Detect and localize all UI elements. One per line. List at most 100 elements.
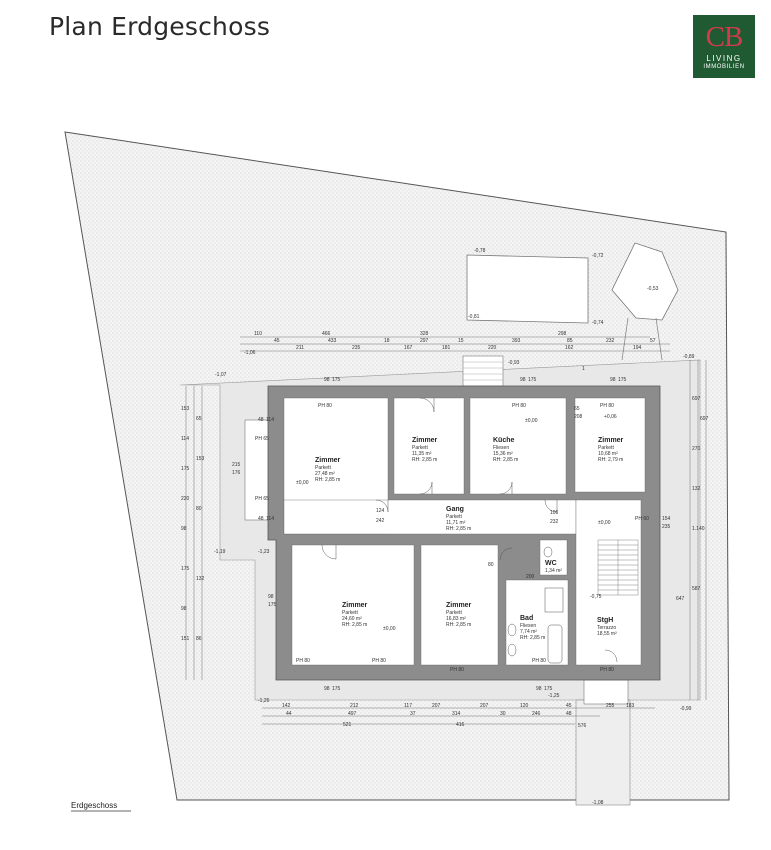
wall-number: 98: [268, 594, 274, 600]
dim-value: 697: [692, 396, 701, 402]
room-floor: Fliesen: [493, 445, 509, 451]
room-floor: Fliesen: [520, 623, 536, 629]
room-area: 15,36 m²: [493, 451, 513, 457]
room-height: RH: 2,79 m: [598, 457, 623, 463]
dim-value: 328: [420, 331, 429, 337]
level-marker: ±0,00: [525, 418, 538, 424]
dim-value: 235: [352, 345, 361, 351]
dim-value: 167: [404, 345, 413, 351]
dims-right: 697 270 1.140 697 132 647 587: [676, 396, 709, 602]
room-labels: Zimmer Parkett 27,48 m² RH: 2,85 m Zimme…: [315, 437, 624, 641]
room-stgh-floor: [575, 499, 642, 666]
room-zimmer-2-floor: [393, 397, 465, 495]
dim-value: 576: [578, 723, 587, 729]
dim-value: 697: [700, 416, 709, 422]
dim-value: 466: [322, 331, 331, 337]
room-floor: Parkett: [446, 610, 462, 616]
outbuilding: [466, 254, 589, 324]
page-title: Plan Erdgeschoss: [49, 12, 271, 41]
ph-label: PH 80: [450, 667, 464, 673]
logo-line-2: IMMOBILIEN: [703, 64, 745, 70]
door-swings: [321, 397, 618, 663]
dim-value: 153: [196, 456, 205, 462]
room-floor: Parkett: [446, 514, 462, 520]
wall-number: 175: [618, 377, 627, 383]
room-area: 11,35 m²: [412, 451, 432, 457]
level-marker: -0,75: [590, 594, 602, 600]
dim-value: 45: [566, 703, 572, 709]
level-marker: ±0,00: [296, 480, 309, 486]
dims-left: 153 114 175 220 98 175 98 151 65 153 80 …: [181, 406, 205, 642]
level-marker: -1,25: [548, 693, 560, 699]
dim-value: 220: [181, 496, 190, 502]
room-area: 27,48 m²: [315, 471, 335, 477]
room-name: Gang: [446, 506, 464, 513]
room-area: 1,34 m²: [545, 568, 562, 574]
level-marker: -0,99: [680, 706, 692, 712]
room-interiors: [283, 397, 646, 666]
wall-number: 235: [662, 524, 671, 530]
room-floor: Parkett: [342, 610, 358, 616]
dim-value: 132: [692, 486, 701, 492]
room-name: Zimmer: [315, 457, 341, 464]
level-marker: -0,89: [683, 354, 695, 360]
dim-value: 416: [456, 722, 465, 728]
level-marker: -0,53: [647, 286, 659, 292]
room-name: Bad: [520, 615, 533, 622]
dim-value: 270: [692, 446, 701, 452]
room-gang-floor: [283, 499, 577, 535]
dim-value: 297: [420, 338, 429, 344]
dim-value: 30: [500, 711, 506, 717]
ph-label: PH 65: [255, 436, 269, 442]
wall-numbers: 98 175 98 175 98 175 48 114 48 114 215 1…: [232, 377, 671, 692]
room-floor: Parkett: [315, 465, 331, 471]
dim-value: 86: [196, 636, 202, 642]
dim-value: 132: [196, 576, 205, 582]
dim-value: 151: [181, 636, 190, 642]
ph-labels: PH 80 PH 80 PH 80 PH 80 PH 80 PH 80 PH 8…: [255, 403, 649, 673]
dim-value: 15: [458, 338, 464, 344]
room-zimmer-5-floor: [420, 544, 499, 666]
room-area: 16,83 m²: [446, 616, 466, 622]
dim-value: 142: [282, 703, 291, 709]
room-height: RH: 2,85 m: [446, 622, 471, 628]
dim-value: 647: [676, 596, 685, 602]
dim-value: 497: [348, 711, 357, 717]
wall-number: 48: [258, 516, 264, 522]
dim-value: 175: [181, 466, 190, 472]
wall-number: 48: [258, 417, 264, 423]
dim-value: 37: [410, 711, 416, 717]
entrance-steps-north: [462, 355, 504, 387]
dim-value: 220: [488, 345, 497, 351]
dim-value: 211: [296, 345, 304, 351]
dim-value: 181: [442, 345, 451, 351]
room-area: 11,71 m²: [446, 520, 466, 526]
level-marker: -1,19: [214, 549, 226, 555]
dim-value: 433: [328, 338, 337, 344]
wall-number: 98: [324, 686, 330, 692]
staircase: [597, 539, 639, 596]
wall-number: 65: [574, 406, 580, 412]
dim-value: 114: [181, 436, 189, 442]
dim-value: 314: [452, 711, 461, 717]
room-height: RH: 2,85 m: [446, 526, 471, 532]
wall-number: 215: [232, 462, 241, 468]
dim-value: 521: [343, 722, 352, 728]
level-markers: -0,78 -0,72 -0,81 -0,74 -0,53 -1,06 -1,0…: [214, 248, 695, 806]
room-name: StgH: [597, 617, 613, 624]
room-floor: Parkett: [598, 445, 614, 451]
room-height: RH: 2,85 m: [315, 477, 340, 483]
entrance-steps-lines: [463, 361, 503, 381]
dim-value: 120: [520, 703, 529, 709]
ph-label: PH 80: [600, 667, 614, 673]
ph-label: PH 80: [532, 658, 546, 664]
room-wc-floor: [539, 539, 568, 576]
level-marker: -0,72: [592, 253, 604, 259]
wall-number: 175: [332, 686, 341, 692]
room-name: Zimmer: [412, 437, 438, 444]
room-kueche-floor: [469, 397, 567, 495]
room-area: 10,68 m²: [598, 451, 618, 457]
dim-value: 45: [274, 338, 280, 344]
dim-value: 98: [181, 526, 187, 532]
ph-label: PH 60: [635, 516, 649, 522]
